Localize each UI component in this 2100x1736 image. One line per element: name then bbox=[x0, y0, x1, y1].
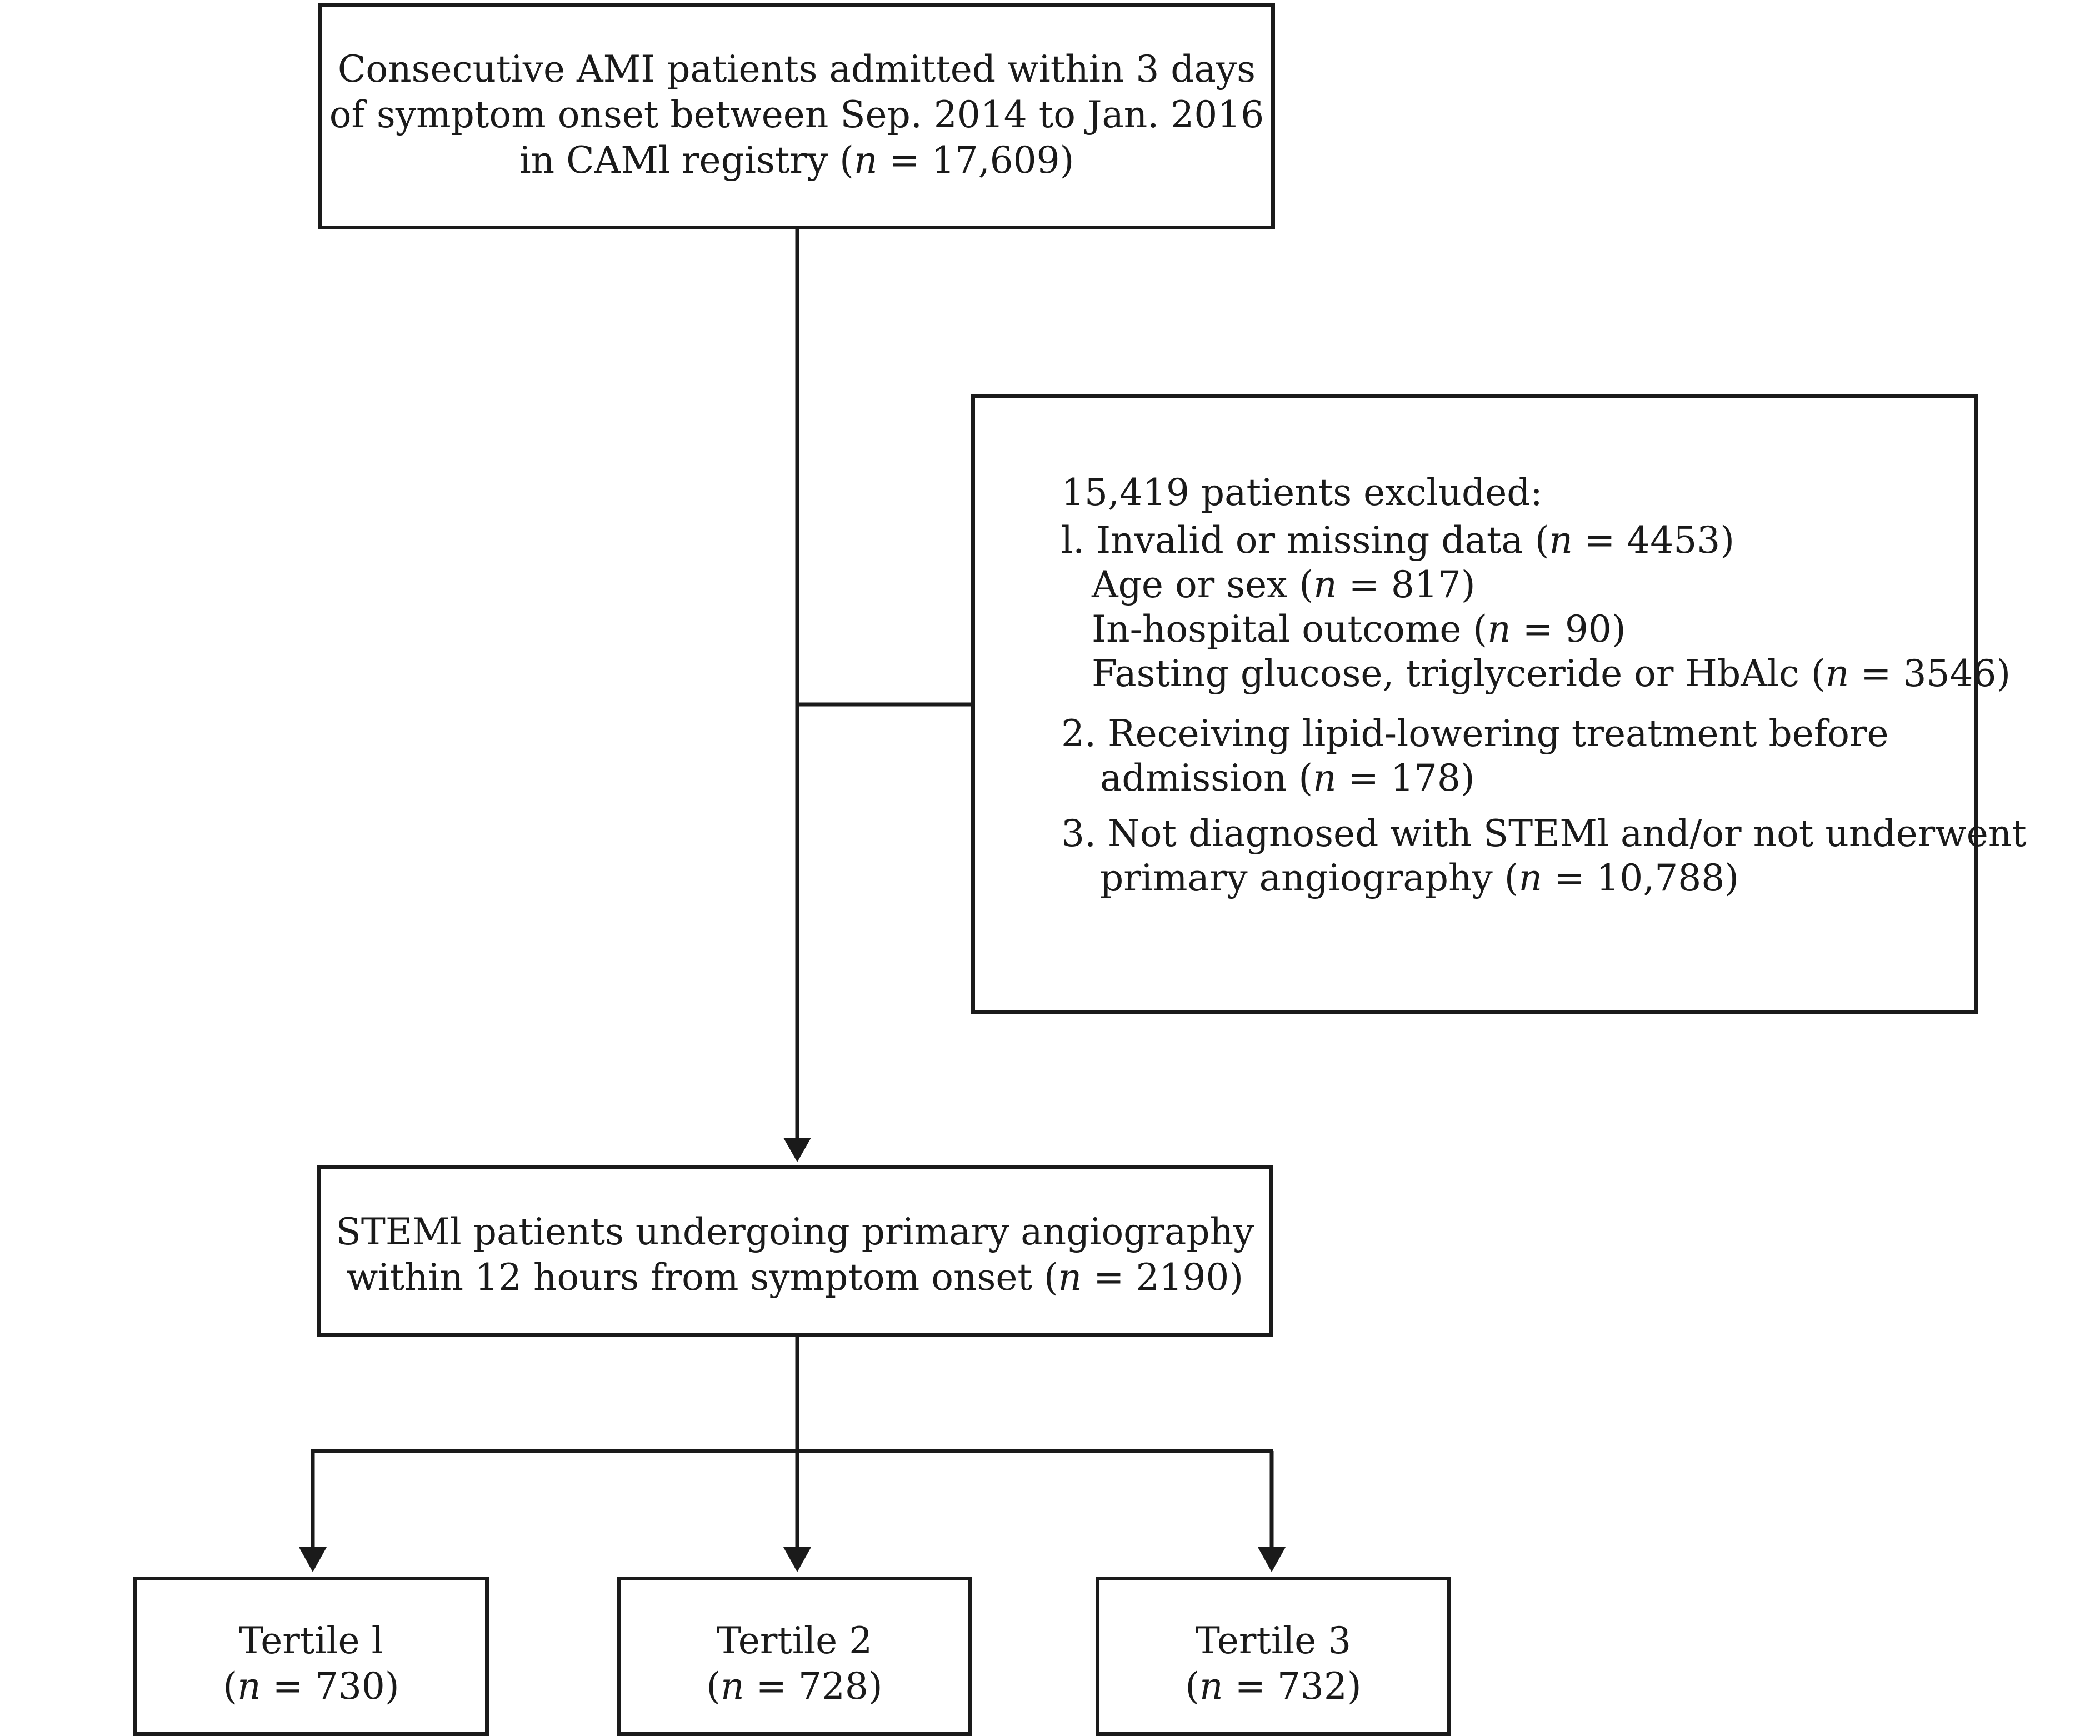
arrow-to-tertile2 bbox=[783, 1547, 811, 1572]
exclusion-item-3-line-1: 3. Not diagnosed with STEMl and/or not u… bbox=[1061, 812, 2027, 855]
exclusion-sub-3-value: = 3546) bbox=[1849, 652, 2011, 695]
tertile-2-count-prefix: ( bbox=[706, 1665, 721, 1708]
tertile-1-box: Tertile l (n = 730) bbox=[133, 1577, 489, 1736]
stemi-line-1: STEMl patients undergoing primary angiog… bbox=[336, 1210, 1254, 1253]
exclusion-item-2-n-label: n bbox=[1313, 757, 1337, 799]
enrollment-box: Consecutive AMI patients admitted within… bbox=[318, 3, 1275, 229]
tertile-1-count: (n = 730) bbox=[137, 1664, 485, 1709]
exclusion-text: 15,419 patients excluded: l. Invalid or … bbox=[1061, 471, 2027, 900]
tertile-2-count: (n = 728) bbox=[621, 1664, 968, 1709]
tertile-2-text: Tertile 2 (n = 728) bbox=[621, 1618, 968, 1709]
tertile-2-n-label: n bbox=[721, 1665, 744, 1708]
enrollment-line-1: Consecutive AMI patients admitted within… bbox=[337, 48, 1256, 91]
exclusion-sub-2-prefix: In-hospital outcome ( bbox=[1092, 608, 1488, 651]
exclusion-sub-1-n-label: n bbox=[1313, 563, 1337, 606]
exclusion-header: 15,419 patients excluded: bbox=[1061, 471, 1543, 514]
stemi-n-value: = 2190) bbox=[1082, 1256, 1244, 1299]
exclusion-box: 15,419 patients excluded: l. Invalid or … bbox=[971, 394, 2027, 1014]
stemi-cohort-text: STEMl patients undergoing primary angiog… bbox=[321, 1209, 1269, 1300]
exclusion-item-1-sub-3: Fasting glucose, triglyceride or HbAlc (… bbox=[1061, 652, 2027, 696]
exclusion-sub-3-prefix: Fasting glucose, triglyceride or HbAlc ( bbox=[1092, 652, 1826, 695]
exclusion-item-1-prefix: l. Invalid or missing data ( bbox=[1061, 519, 1549, 562]
enrollment-line-2: of symptom onset between Sep. 2014 to Ja… bbox=[329, 93, 1264, 136]
tertile-3-value: = 732) bbox=[1223, 1665, 1362, 1708]
exclusion-sub-2-value: = 90) bbox=[1511, 608, 1626, 651]
tertile-3-box: Tertile 3 (n = 732) bbox=[1096, 1577, 1451, 1736]
exclusion-sub-2-n-label: n bbox=[1487, 608, 1511, 651]
stemi-n-label: n bbox=[1058, 1256, 1082, 1299]
enrollment-line-3: in CAMl registry (n = 17,609) bbox=[322, 138, 1271, 183]
exclusion-item-2-value: = 178) bbox=[1336, 757, 1475, 799]
tertile-1-n-label: n bbox=[237, 1665, 261, 1708]
stemi-line-2-prefix: within 12 hours from symptom onset ( bbox=[346, 1256, 1058, 1299]
exclusion-sub-1-value: = 817) bbox=[1337, 563, 1476, 606]
enrollment-line-3-prefix: in CAMl registry ( bbox=[519, 139, 854, 182]
enrollment-text: Consecutive AMI patients admitted within… bbox=[322, 47, 1271, 183]
stemi-line-2: within 12 hours from symptom onset (n = … bbox=[321, 1255, 1269, 1300]
tertile-2-value: = 728) bbox=[744, 1665, 883, 1708]
exclusion-item-2-prefix: admission ( bbox=[1100, 757, 1313, 799]
exclusion-item-3-prefix: primary angiography ( bbox=[1100, 857, 1519, 899]
tertile-3-text: Tertile 3 (n = 732) bbox=[1099, 1618, 1447, 1709]
exclusion-item-1-sub-1: Age or sex (n = 817) bbox=[1061, 563, 2027, 607]
exclusion-item-1-n-label: n bbox=[1549, 519, 1573, 562]
exclusion-sub-1-prefix: Age or sex ( bbox=[1092, 563, 1314, 606]
enrollment-n-value: = 17,609) bbox=[877, 139, 1074, 182]
tertile-1-label: Tertile l bbox=[239, 1619, 383, 1662]
exclusion-item-1: l. Invalid or missing data (n = 4453) bbox=[1061, 518, 2027, 563]
tertile-1-value: = 730) bbox=[261, 1665, 399, 1708]
tertile-1-text: Tertile l (n = 730) bbox=[137, 1618, 485, 1709]
arrow-to-tertile1 bbox=[299, 1547, 327, 1572]
exclusion-sub-3-n-label: n bbox=[1825, 652, 1849, 695]
tertile-3-count: (n = 732) bbox=[1099, 1664, 1447, 1709]
exclusion-item-2-line-2: admission (n = 178) bbox=[1061, 756, 2027, 801]
tertile-2-box: Tertile 2 (n = 728) bbox=[617, 1577, 972, 1736]
enrollment-n-label: n bbox=[853, 139, 878, 182]
tertile-2-label: Tertile 2 bbox=[716, 1619, 873, 1662]
exclusion-item-3-n-label: n bbox=[1518, 857, 1543, 899]
exclusion-item-2-line-1: 2. Receiving lipid-lowering treatment be… bbox=[1061, 712, 1889, 755]
tertile-3-count-prefix: ( bbox=[1185, 1665, 1200, 1708]
exclusion-item-3-line-2: primary angiography (n = 10,788) bbox=[1061, 856, 2027, 900]
exclusion-item-1-value: = 4453) bbox=[1572, 519, 1734, 562]
exclusion-item-3-value: = 10,788) bbox=[1542, 857, 1739, 899]
stemi-cohort-box: STEMl patients undergoing primary angiog… bbox=[317, 1165, 1273, 1337]
arrow-to-tertile3 bbox=[1258, 1547, 1286, 1572]
arrow-to-stemi-box bbox=[783, 1138, 811, 1162]
tertile-1-count-prefix: ( bbox=[223, 1665, 238, 1708]
exclusion-item-1-sub-2: In-hospital outcome (n = 90) bbox=[1061, 607, 2027, 652]
tertile-3-label: Tertile 3 bbox=[1195, 1619, 1352, 1662]
tertile-3-n-label: n bbox=[1199, 1665, 1223, 1708]
